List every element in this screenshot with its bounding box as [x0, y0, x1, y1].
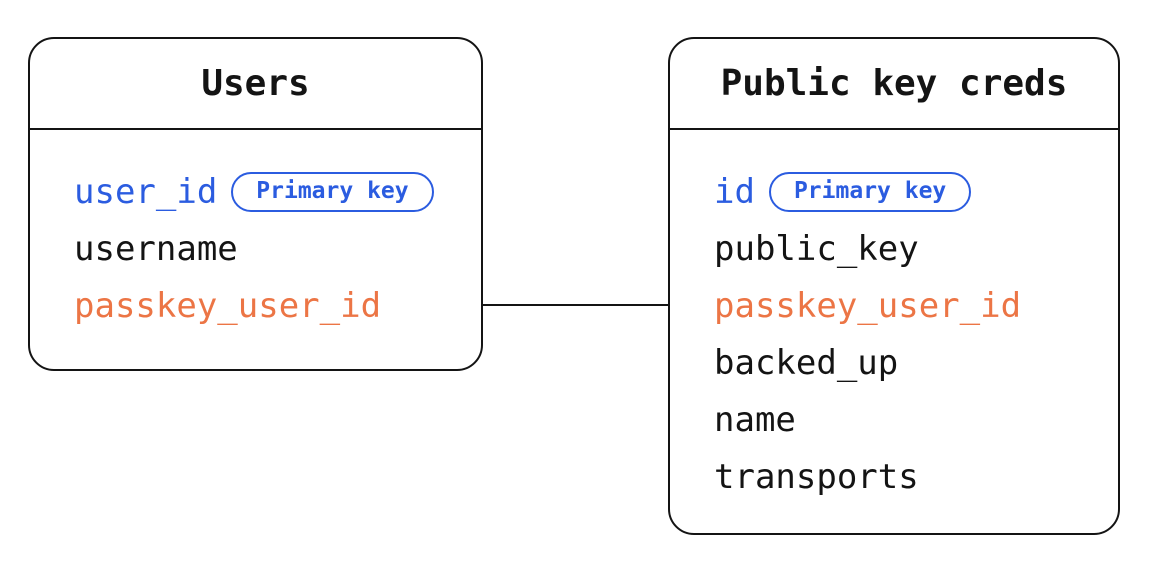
field-name-passkey-user-id: passkey_user_id [74, 285, 382, 326]
field-name-id: id [714, 171, 755, 212]
field-row-public-key: public_key [670, 220, 1118, 277]
field-name-backed-up: backed_up [714, 342, 899, 383]
table-public-key-creds-title: Public key creds [720, 63, 1068, 104]
field-row-user-id: user_id Primary key [30, 163, 481, 220]
field-name-public-key: public_key [714, 228, 919, 269]
table-users-header: Users [30, 39, 481, 130]
primary-key-badge: Primary key [231, 171, 434, 212]
table-public-key-creds-body: id Primary key public_key passkey_user_i… [670, 130, 1118, 505]
primary-key-badge: Primary key [768, 171, 972, 212]
field-row-name: name [670, 391, 1118, 448]
field-name-username: username [74, 228, 238, 269]
relationship-connector [481, 304, 670, 306]
field-row-transports: transports [670, 448, 1118, 505]
field-row-id: id Primary key [670, 163, 1118, 220]
field-name-transports: transports [714, 456, 919, 497]
table-public-key-creds-header: Public key creds [670, 39, 1118, 130]
field-row-passkey-user-id: passkey_user_id [670, 277, 1118, 334]
table-users: Users user_id Primary key username passk… [28, 37, 483, 371]
table-public-key-creds: Public key creds id Primary key public_k… [668, 37, 1120, 535]
field-row-passkey-user-id: passkey_user_id [30, 277, 481, 334]
field-name-passkey-user-id: passkey_user_id [714, 285, 1022, 326]
field-row-username: username [30, 220, 481, 277]
field-name-user-id: user_id [74, 171, 218, 212]
table-users-title: Users [201, 63, 310, 104]
field-row-backed-up: backed_up [670, 334, 1118, 391]
table-users-body: user_id Primary key username passkey_use… [30, 130, 481, 334]
field-name-name: name [714, 399, 796, 440]
